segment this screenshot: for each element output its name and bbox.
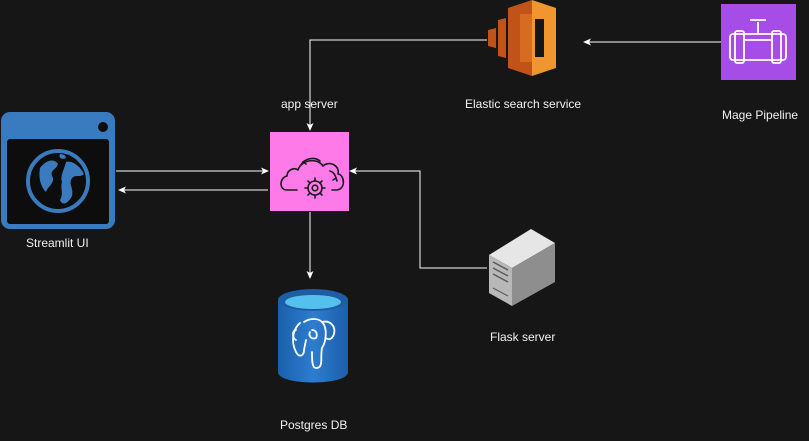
aws-ec2-instance-icon: [488, 0, 556, 76]
streamlit-ui-label: Streamlit UI: [26, 236, 89, 250]
elastic-search-node[interactable]: [488, 0, 556, 76]
mage-pipeline-label: Mage Pipeline: [722, 108, 799, 122]
elastic-search-label: Elastic search service: [465, 97, 582, 111]
edge-flask-to-app-server: [349, 167, 487, 269]
pipeline-icon: [729, 19, 787, 64]
streamlit-ui-node[interactable]: [1, 112, 115, 229]
postgres-db-node[interactable]: [278, 289, 348, 383]
mage-pipeline-node[interactable]: [721, 4, 796, 80]
postgres-db-label: Postgres DB: [280, 418, 348, 432]
flask-server-label: Flask server: [490, 330, 556, 344]
app-server-node[interactable]: [270, 132, 349, 211]
server-tower-icon: [489, 229, 555, 306]
edge-elastic-to-app-server: [306, 39, 487, 131]
postgres-database-icon: [278, 289, 348, 383]
browser-globe-icon: [1, 112, 115, 229]
connectors: [116, 38, 721, 279]
app-server-label: app server: [281, 97, 338, 111]
cloud-gear-icon: [280, 157, 345, 199]
flask-server-node[interactable]: [489, 229, 555, 306]
